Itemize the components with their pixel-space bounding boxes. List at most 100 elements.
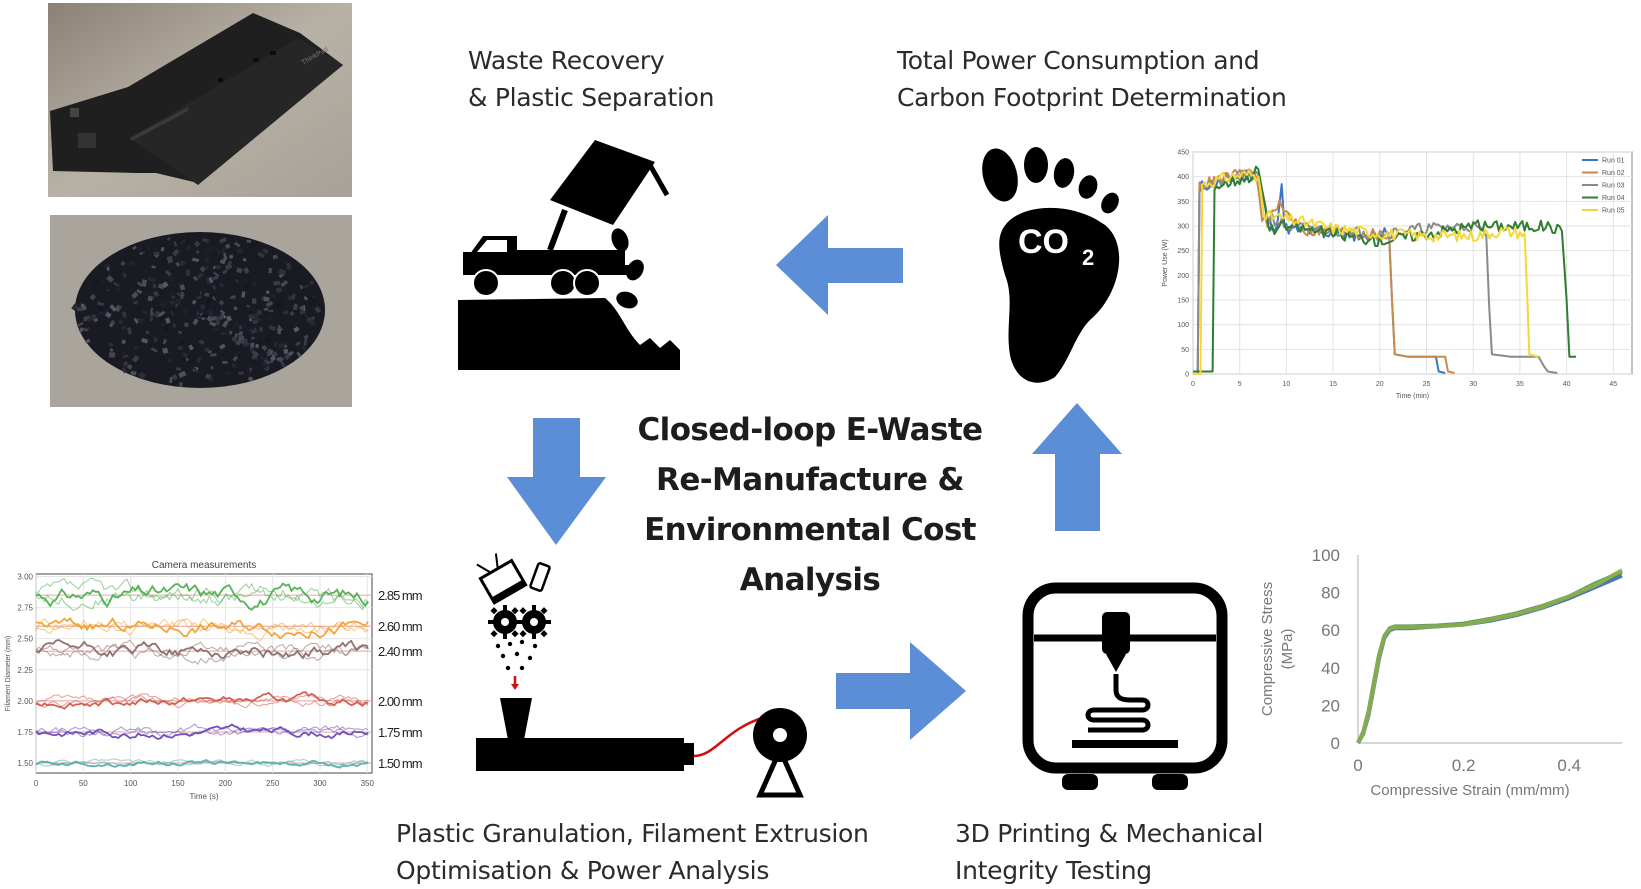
diagram-title: Closed-loop E-Waste Re-Manufacture & Env…: [600, 405, 1020, 605]
granule: [158, 310, 166, 318]
granule: [229, 294, 237, 300]
granule: [209, 321, 217, 327]
granule: [262, 248, 269, 254]
granule: [268, 267, 272, 274]
granule: [204, 292, 210, 297]
granule: [245, 366, 251, 374]
granule: [276, 328, 282, 335]
series-label: 2.00 mm: [378, 694, 422, 709]
arrow-down-icon: [507, 418, 606, 545]
granule: [239, 325, 243, 330]
x-tick-label: 40: [1563, 381, 1571, 388]
arrow-right-icon: [836, 642, 966, 740]
stage-label-printing-testing: 3D Printing & Mechanical Integrity Testi…: [955, 815, 1263, 889]
dump-truck-icon: [458, 140, 680, 370]
granule: [238, 371, 244, 375]
legend-label: Run 03: [1602, 183, 1625, 190]
series-line: [1356, 568, 1623, 744]
granule: [130, 312, 136, 320]
granule: [170, 310, 175, 317]
x-tick-label: 15: [1329, 381, 1337, 388]
granule: [154, 310, 161, 319]
granule: [252, 351, 260, 358]
granule: [218, 313, 225, 321]
granule: [230, 312, 238, 319]
granule: [276, 287, 282, 293]
y-axis-label: Compressive Stress: [1259, 582, 1276, 716]
granule: [220, 247, 226, 254]
stage-label-line: Optimisation & Power Analysis: [396, 856, 770, 885]
granule: [210, 365, 214, 370]
granule: [259, 333, 264, 339]
granule: [221, 332, 226, 336]
granule: [259, 327, 263, 332]
series-line: [35, 639, 369, 660]
granule: [253, 315, 262, 323]
granule: [278, 268, 287, 276]
granule: [117, 285, 121, 291]
granule: [300, 344, 308, 352]
granule: [181, 358, 187, 364]
granule: [268, 309, 274, 313]
y-tick-label: 2.25: [17, 666, 33, 675]
granule: [117, 305, 122, 310]
granule: [184, 322, 189, 327]
y-tick-label: 40: [1321, 659, 1340, 678]
granule: [141, 279, 147, 287]
granule: [213, 327, 220, 332]
x-tick-label: 30: [1469, 381, 1477, 388]
granule: [110, 319, 116, 326]
granule: [133, 300, 139, 305]
granule: [248, 313, 256, 320]
stage-label-line: Integrity Testing: [955, 856, 1152, 885]
granule: [208, 350, 212, 353]
granule: [136, 281, 143, 287]
granule: [286, 271, 291, 278]
x-axis-label: Compressive Strain (mm/mm): [1370, 782, 1569, 799]
granule: [195, 312, 201, 319]
granule: [159, 302, 166, 307]
granule: [212, 271, 220, 278]
series-line: [35, 639, 369, 666]
granule: [160, 247, 165, 252]
granule: [159, 315, 166, 322]
series-line: [35, 758, 369, 769]
y-tick-label: 1.75: [17, 728, 33, 737]
granule: [270, 359, 274, 364]
granule: [122, 354, 129, 359]
granule: [110, 332, 117, 340]
x-tick-label: 0.4: [1557, 756, 1581, 775]
series-line: [35, 617, 369, 642]
granule: [292, 303, 299, 311]
granule: [237, 248, 243, 254]
series-line: [35, 694, 369, 709]
granule: [149, 307, 154, 313]
legend-label: Run 05: [1602, 208, 1625, 215]
granule: [177, 330, 183, 335]
granule: [224, 243, 231, 250]
granule: [132, 245, 137, 251]
granule: [250, 336, 255, 340]
granule: [219, 343, 226, 350]
granule: [205, 297, 213, 304]
granule: [136, 307, 141, 312]
granule: [97, 301, 105, 307]
stage-label-power-carbon: Total Power Consumption and Carbon Footp…: [897, 42, 1287, 116]
granule: [299, 305, 305, 312]
granule: [248, 242, 255, 251]
x-tick-label: 150: [171, 779, 185, 788]
granule: [293, 326, 300, 333]
granule: [255, 343, 260, 349]
granule: [208, 276, 214, 284]
granule: [305, 314, 309, 319]
series-line-run-02: [1193, 168, 1455, 375]
legend-label: Run 01: [1602, 158, 1625, 165]
granule: [165, 317, 171, 324]
title-line: Environmental Cost: [644, 512, 976, 548]
granule: [233, 241, 241, 248]
granule: [236, 267, 243, 274]
granule: [192, 366, 199, 374]
granule: [265, 290, 270, 295]
granule: [204, 347, 210, 353]
